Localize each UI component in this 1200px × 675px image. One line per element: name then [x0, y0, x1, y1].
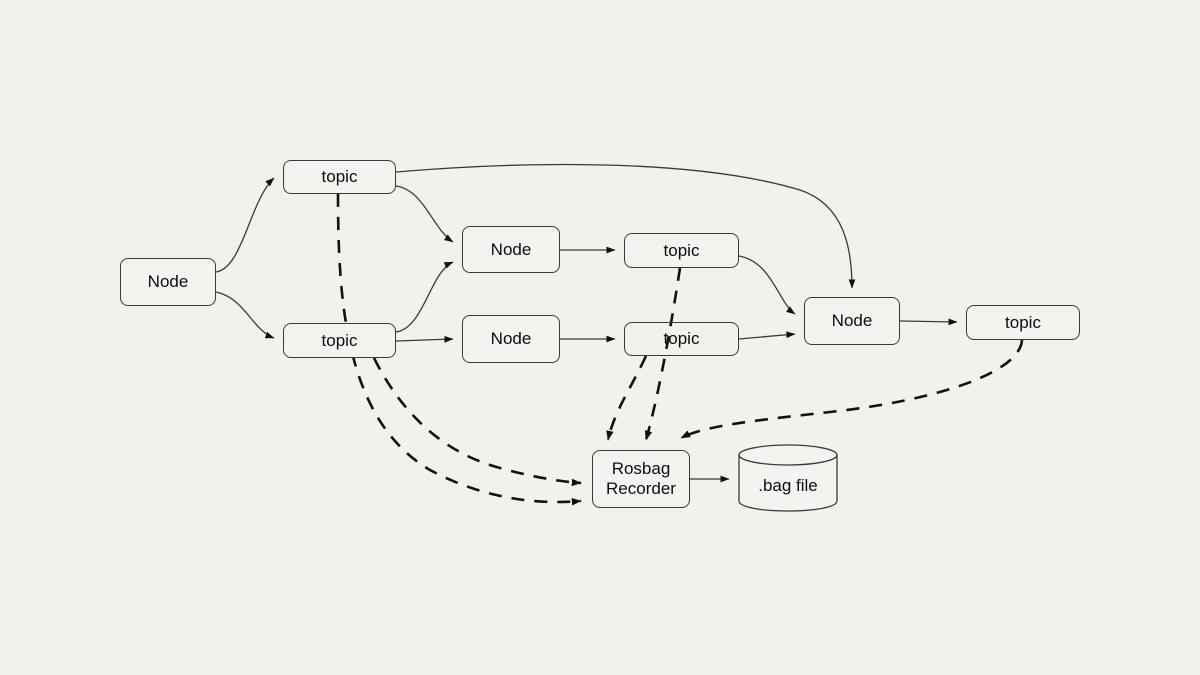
edge-topic-bot-left-to-node-mid-top: [395, 261, 454, 333]
edge-node-source-to-topic-top-left: [215, 177, 275, 273]
edge-topic-mid-top-to-node-right: [738, 255, 796, 315]
node-source[interactable]: Node: [120, 258, 216, 306]
edge-topic-top-left-to-node-mid-top: [395, 185, 454, 243]
edge-dashed-topic-mid-bot-to-rosbag: [606, 355, 648, 441]
topic-bot-left[interactable]: topic: [283, 323, 396, 358]
edge-node-source-to-topic-bot-left: [215, 291, 275, 339]
topic-mid-bot[interactable]: topic: [624, 322, 739, 356]
rosbag-recorder[interactable]: Rosbag Recorder: [592, 450, 690, 508]
bag-file-label: .bag file: [758, 476, 818, 495]
edge-topic-bot-left-to-node-mid-bot: [395, 335, 454, 343]
bag-file[interactable]: .bag file: [738, 444, 838, 512]
node-mid-top[interactable]: Node: [462, 226, 560, 273]
topic-right[interactable]: topic: [966, 305, 1080, 340]
topic-top-left[interactable]: topic: [283, 160, 396, 194]
edge-node-right-to-topic-right: [899, 318, 958, 326]
edge-dashed-topic-bot-left-to-rosbag: [372, 357, 582, 487]
topic-mid-top[interactable]: topic: [624, 233, 739, 268]
node-mid-bot[interactable]: Node: [462, 315, 560, 363]
node-right[interactable]: Node: [804, 297, 900, 345]
edge-topic-mid-bot-to-node-right: [738, 331, 796, 340]
cylinder-icon: [738, 444, 838, 512]
